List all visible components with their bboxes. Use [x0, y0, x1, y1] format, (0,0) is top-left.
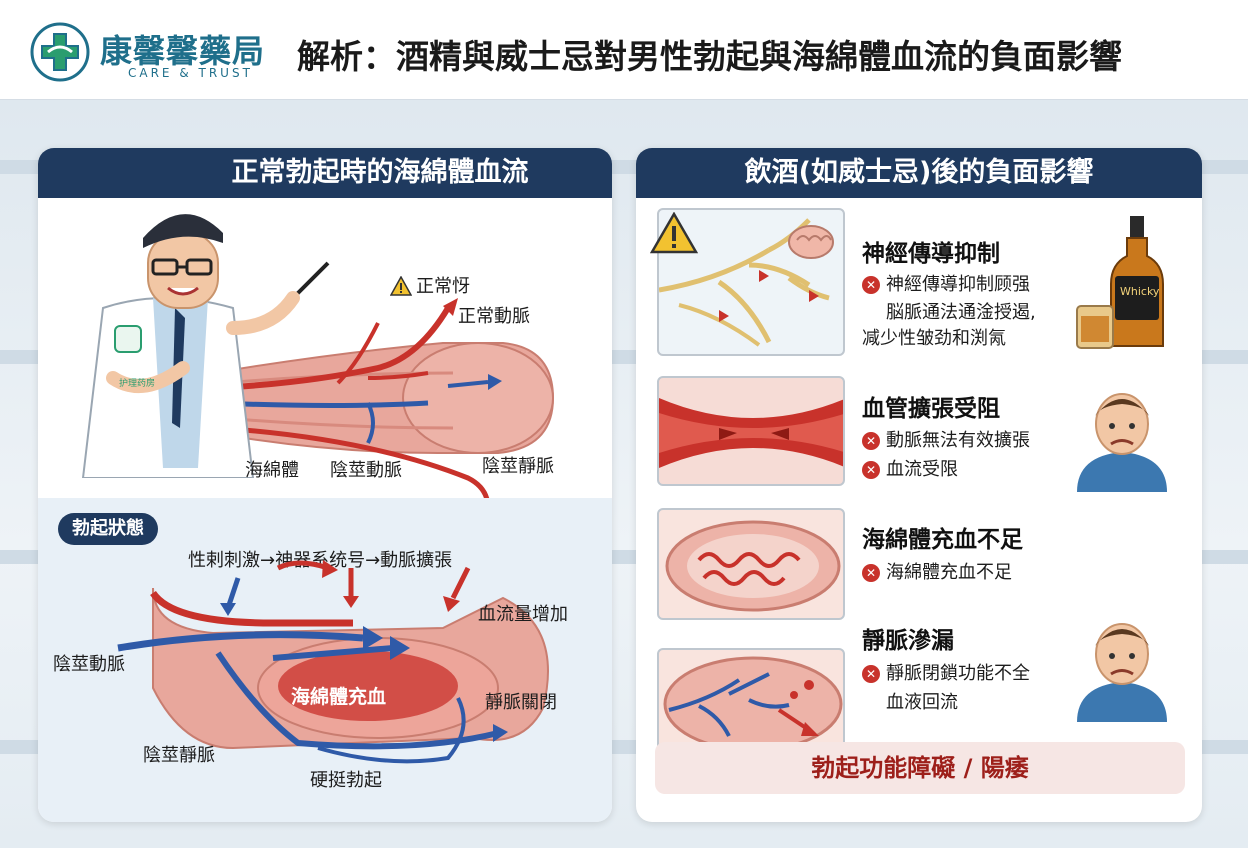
nerve-diagram [659, 218, 830, 347]
bullet-text: 靜脈閉鎖功能不全 [886, 663, 1030, 684]
label-normal-state: 正常㤉 [416, 276, 470, 297]
venous-leak-image [657, 648, 845, 756]
bullet-sponge: ✕ 海綿體充血不足 [862, 558, 1012, 584]
section-title-vessel: 血管擴張受阻 [862, 396, 1000, 422]
vessel-image [657, 376, 845, 486]
erection-state-area: 勃起狀態 性剌刺激→神器系统号→動脈擴張 血流量增加 陰莖動脈 靜脈關閉 [38, 498, 612, 822]
normal-anatomy-area: 护理药房 正常㤉 正常動脈 海綿體 陰莖動脈 陰莖靜脈 [38, 198, 612, 498]
bullet-vessel: ✕ 血流受限 [862, 455, 958, 481]
erect-penis-diagram [117, 560, 549, 764]
bullet-text: 血流受限 [886, 459, 958, 480]
left-panel-heading: 正常勃起時的海綿體血流 [38, 148, 612, 198]
x-circle-icon: ✕ [862, 432, 880, 450]
warning-icon [650, 212, 698, 254]
doctor-illustration [81, 214, 300, 478]
bullet-text: 神經傳導抑制顾强 [886, 274, 1030, 295]
section-title-venous-leak: 靜脈滲漏 [862, 628, 954, 654]
x-circle-icon: ✕ [862, 276, 880, 294]
bullet-nerve: ✕ 神經傳導抑制顾强 [862, 270, 1030, 296]
bullet-continuation: 减少性皱劲和渕氝 [862, 328, 1006, 349]
brand-name: 康馨馨藥局 [100, 32, 266, 70]
venous-leak-diagram [663, 656, 843, 752]
bullet-continuation: 血液回流 [886, 692, 958, 713]
label-firm-erection: 硬挺勃起 [310, 770, 382, 791]
bullet-venous-leak: ✕ 靜脈閉鎖功能不全 [862, 659, 1030, 685]
bullet-text: 動脈無法有效擴張 [886, 430, 1030, 451]
x-circle-icon: ✕ [862, 665, 880, 683]
bullet-continuation: 脳脈通法通淦授遏, [886, 302, 1036, 323]
bullet-vessel: ✕ 動脈無法有效擴張 [862, 426, 1030, 452]
brand-tagline: CARE & TRUST [128, 66, 253, 80]
label-erect-penile-artery: 陰莖動脈 [53, 654, 125, 675]
bullet-text: 海綿體充血不足 [886, 562, 1012, 583]
warning-icon [390, 276, 412, 296]
page-title: 解析：酒精與威士忌對男性勃起與海綿體血流的負面影響 [297, 37, 1122, 76]
label-corpus-cavernosum: 海綿體 [245, 460, 299, 481]
label-vein-closed: 靜脈關閉 [485, 692, 557, 713]
label-filling: 海綿體充血 [291, 686, 387, 708]
label-stimulation-process: 性剌刺激→神器系统号→動脈擴張 [188, 550, 453, 571]
nerve-image [657, 208, 845, 356]
under-filled-cavernosum-diagram [665, 520, 841, 612]
section-title-nerve: 神經傳導抑制 [862, 241, 1000, 267]
label-penile-artery: 陰莖動脈 [330, 460, 402, 481]
label-blood-flow-increase: 血流量增加 [478, 604, 568, 625]
whisky-bottle-icon [1076, 216, 1164, 349]
right-panel-heading: 飲酒(如威士忌)後的負面影響 [636, 148, 1202, 198]
x-circle-icon: ✕ [862, 461, 880, 479]
cross-logo-icon [30, 22, 90, 82]
normal-penis-cross-section [212, 261, 555, 498]
brain-icon [788, 225, 834, 259]
worried-man-avatar [1077, 393, 1167, 492]
coat-badge: 护理药房 [119, 379, 156, 389]
constricted-vessel-diagram [659, 398, 843, 468]
label-erect-penile-vein: 陰莖靜脈 [143, 745, 215, 766]
left-panel: 正常勃起時的海綿體血流 [38, 148, 612, 822]
section-title-sponge: 海綿體充血不足 [862, 527, 1023, 553]
verdict-banner: 勃起功能障礙 / 陽痿 [655, 742, 1185, 794]
sponge-image [657, 508, 845, 620]
whisky-label: Whicky [1120, 285, 1160, 298]
header: 康馨馨藥局 CARE & TRUST 解析：酒精與威士忌對男性勃起與海綿體血流的… [0, 0, 1248, 100]
x-circle-icon: ✕ [862, 564, 880, 582]
label-normal-artery: 正常動脈 [458, 306, 530, 327]
worried-man-avatar [1077, 623, 1167, 722]
erection-state-badge: 勃起狀態 [58, 513, 158, 545]
label-penile-vein: 陰莖靜脈 [482, 456, 554, 477]
